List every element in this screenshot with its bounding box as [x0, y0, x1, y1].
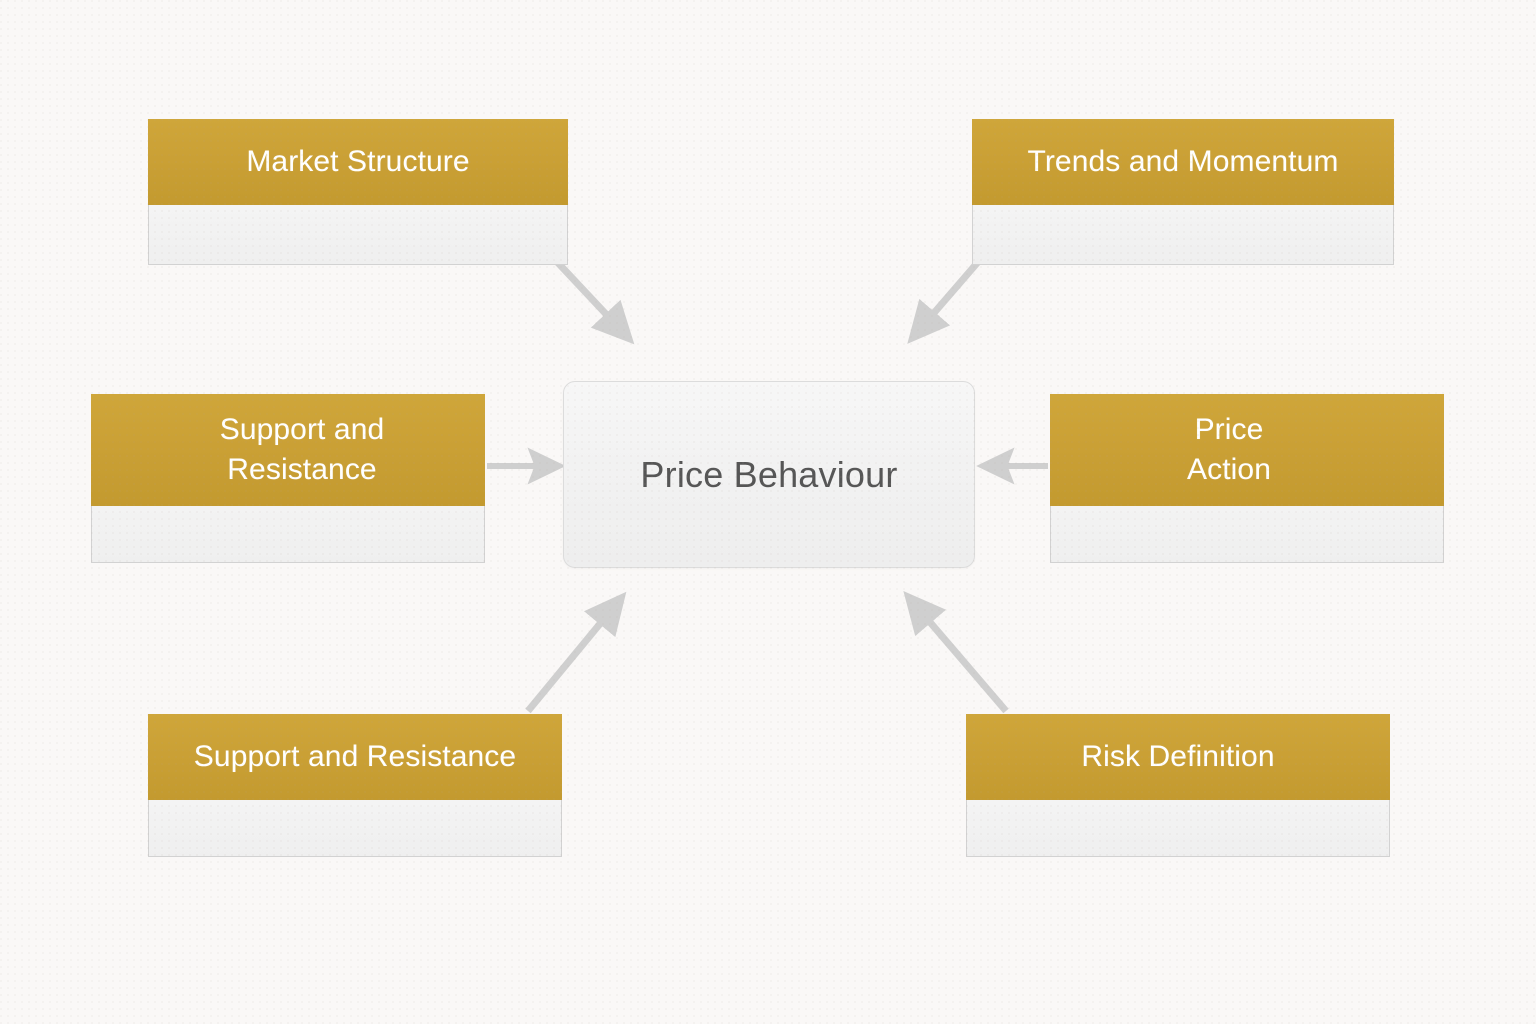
node-support-and-resistance-left[interactable]: Support and Resistance: [91, 394, 485, 563]
hub-price-behaviour[interactable]: Price Behaviour: [563, 381, 975, 568]
connector-risk-definition-to-hub: [903, 591, 1009, 714]
node-header-band: Risk Definition: [966, 714, 1390, 800]
connector-support-resistance-bottom-to-hub: [525, 591, 627, 714]
hub-label: Price Behaviour: [640, 453, 898, 495]
node-price-action[interactable]: Price Action: [1050, 394, 1444, 563]
node-label: Market Structure: [246, 145, 470, 179]
node-label: Trends and Momentum: [1027, 145, 1339, 179]
node-label: Support and Resistance: [219, 413, 385, 486]
node-risk-definition[interactable]: Risk Definition: [966, 714, 1390, 857]
node-label: Support and Resistance: [193, 740, 517, 774]
node-header-band: Support and Resistance: [148, 714, 562, 800]
node-header-band: Support and Resistance: [91, 394, 485, 506]
node-header-band: Market Structure: [148, 119, 568, 205]
node-header-band: Trends and Momentum: [972, 119, 1394, 205]
node-label: Price Action: [1187, 413, 1271, 486]
node-header-band: Price Action: [1050, 394, 1444, 506]
node-support-and-resistance-bottom[interactable]: Support and Resistance: [148, 714, 562, 857]
node-label: Risk Definition: [1081, 740, 1275, 774]
node-market-structure[interactable]: Market Structure: [148, 119, 568, 265]
node-trends-and-momentum[interactable]: Trends and Momentum: [972, 119, 1394, 265]
